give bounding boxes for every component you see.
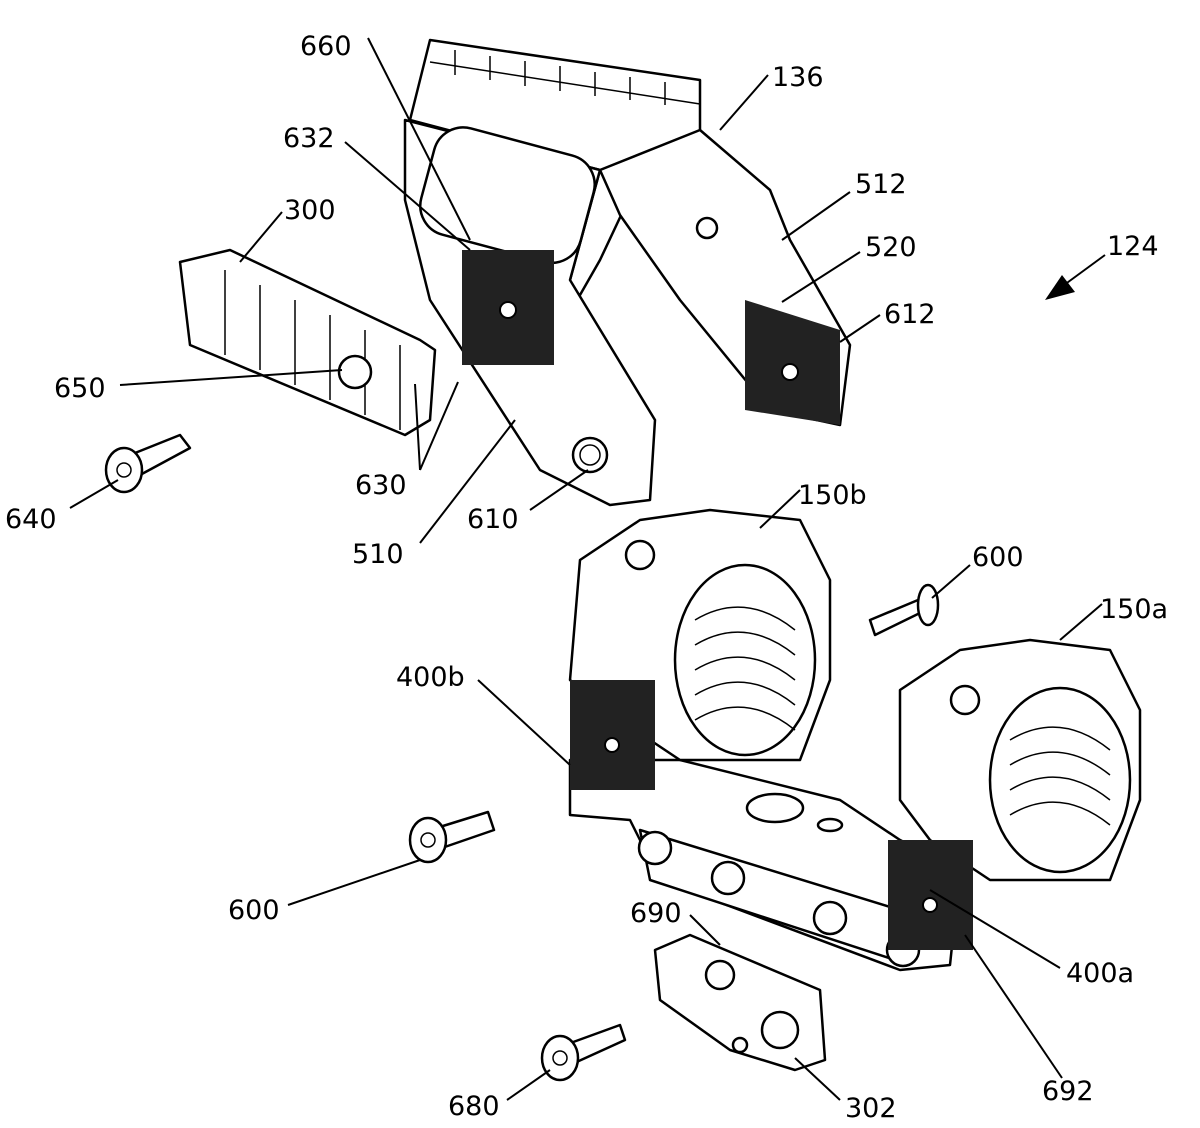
label-680: 680: [448, 1091, 500, 1122]
lower-mount-base: [568, 758, 962, 972]
label-612: 612: [884, 299, 936, 330]
label-660: 660: [300, 31, 352, 62]
screw-600-upper: [868, 583, 940, 637]
label-610: 610: [467, 504, 519, 535]
block-302: [653, 933, 827, 1072]
label-650: 650: [54, 373, 106, 404]
leader-lines: [69, 37, 1106, 1101]
rail-section-part: [178, 248, 437, 437]
label-150b: 150b: [798, 480, 867, 511]
screw-600-lower: [408, 810, 496, 864]
label-124: 124: [1107, 231, 1159, 262]
label-510: 510: [352, 539, 404, 570]
base-screws: [637, 830, 921, 968]
label-600-upper: 600: [972, 542, 1024, 573]
label-690: 690: [630, 898, 682, 929]
label-400a: 400a: [1066, 958, 1134, 989]
rail-slots: [429, 39, 701, 105]
label-136: 136: [772, 62, 824, 93]
label-512: 512: [855, 169, 907, 200]
label-640: 640: [5, 504, 57, 535]
label-400b: 400b: [396, 662, 465, 693]
screw-640: [104, 433, 192, 494]
label-300: 300: [284, 195, 336, 226]
label-150a: 150a: [1100, 594, 1168, 625]
ring-150b: [568, 508, 832, 790]
screw-680: [540, 1023, 627, 1082]
label-632: 632: [283, 123, 335, 154]
serration-area-right: [745, 300, 840, 425]
label-692: 692: [1042, 1076, 1094, 1107]
reference-labels: 660 136 632 300 512 520 124 612 650 630 …: [5, 31, 1168, 1124]
upper-mount-part: [403, 38, 852, 507]
label-600-lower: 600: [228, 895, 280, 926]
serration-area-left: [462, 250, 554, 365]
label-630: 630: [355, 470, 407, 501]
ring-150a: [888, 638, 1142, 950]
arrow-124: [1045, 254, 1106, 300]
label-302: 302: [845, 1093, 897, 1124]
label-520: 520: [865, 232, 917, 263]
